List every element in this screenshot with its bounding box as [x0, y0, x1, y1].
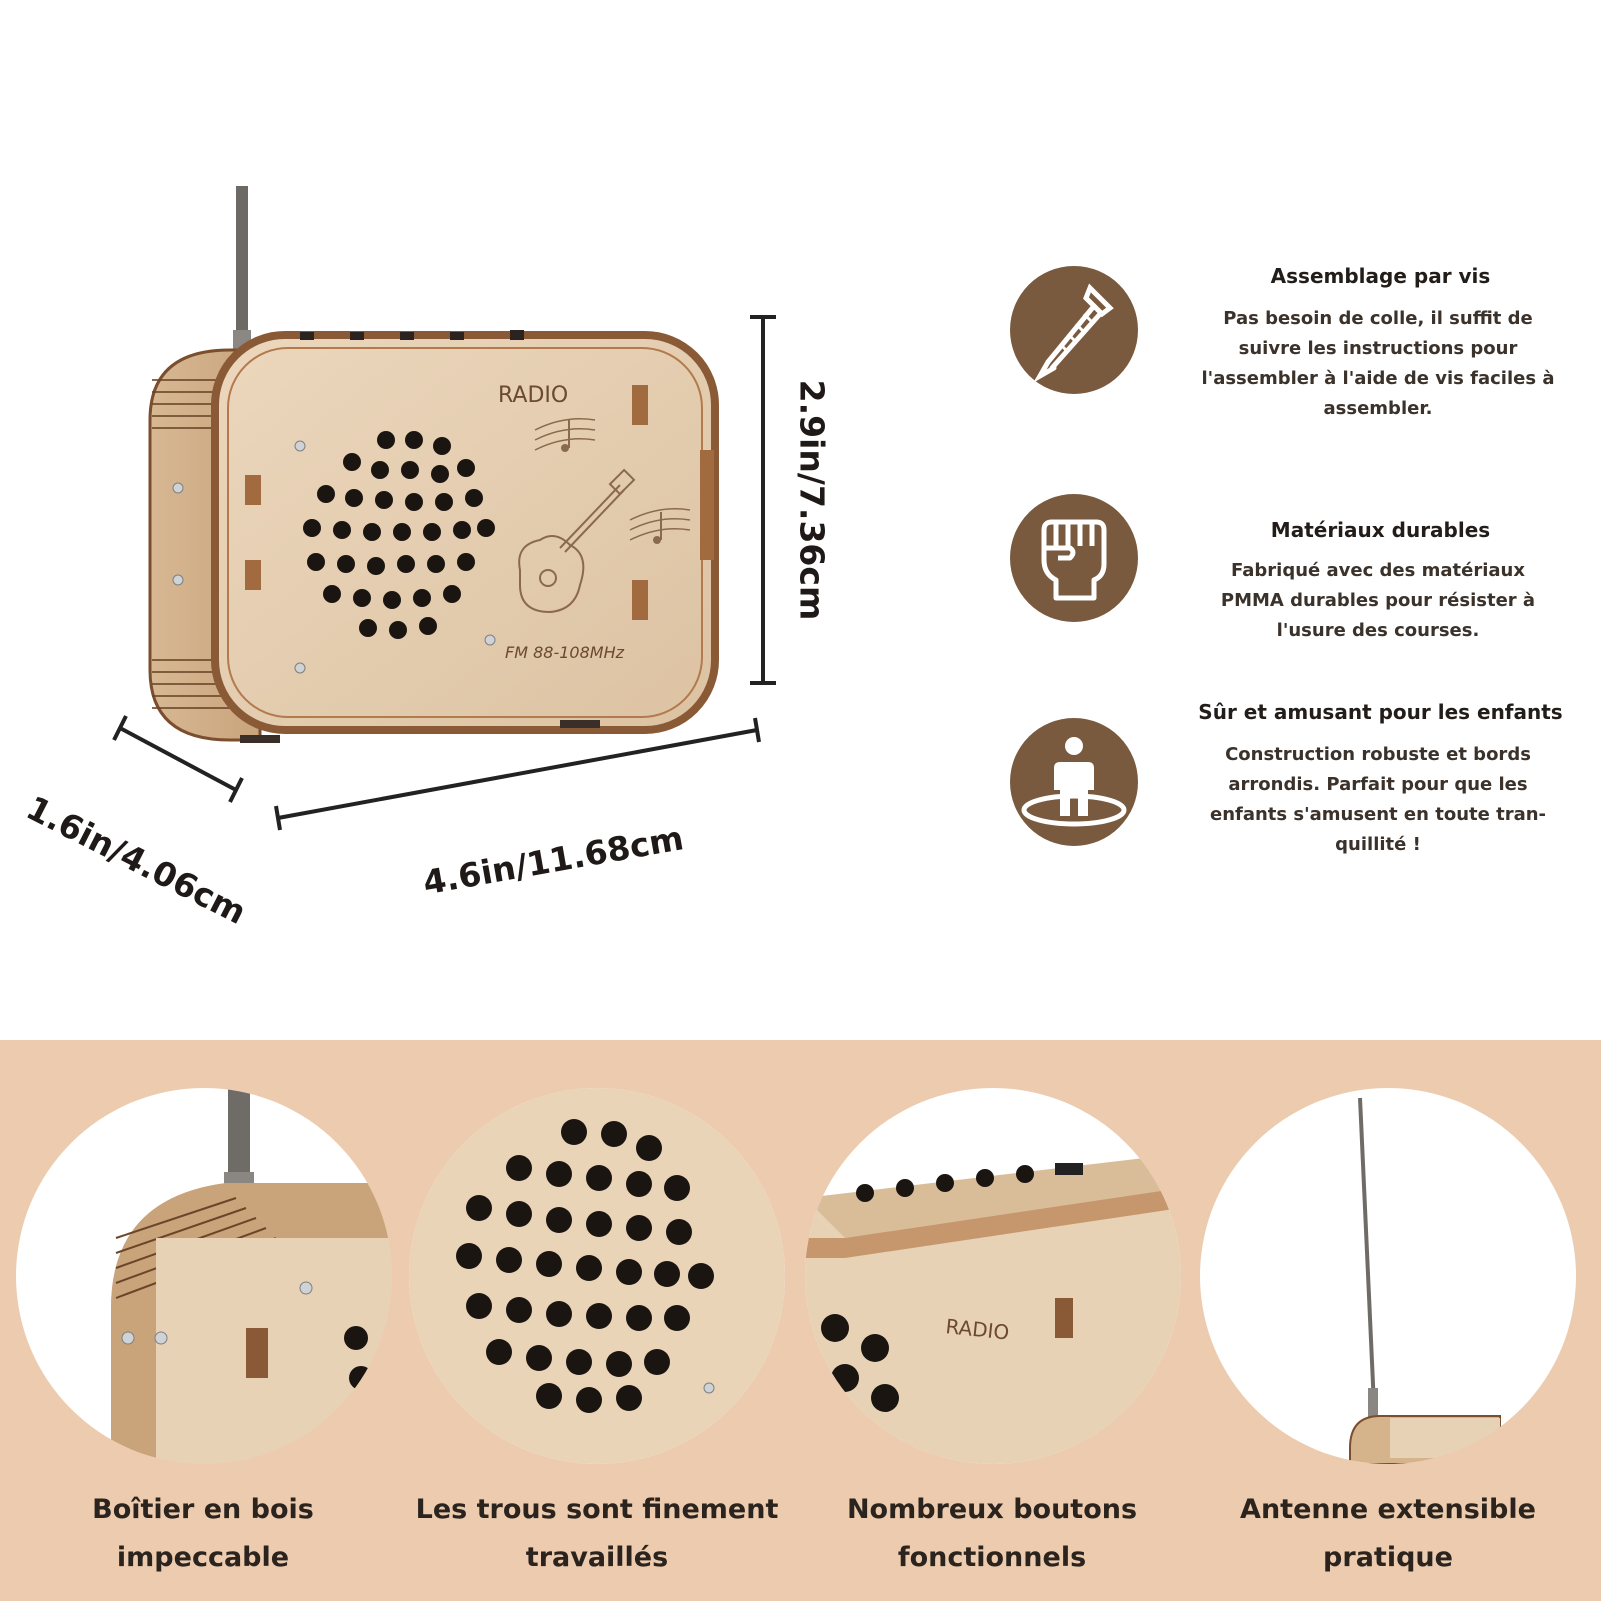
height-dimension-label: 2.9in/7.36cm — [792, 379, 832, 621]
child-safety-icon — [1010, 718, 1138, 846]
band-label: FM 88-108MHz — [505, 643, 625, 662]
width-dimension-line — [274, 717, 761, 831]
screw-icon — [1010, 266, 1138, 394]
height-dimension-line — [750, 315, 776, 685]
feature-title: Assemblage par vis — [1270, 264, 1491, 288]
feature-description: Construction robuste et bords arrondis. … — [1209, 744, 1546, 855]
feature-description: Pas besoin de colle, il suffit de suivre… — [1201, 308, 1555, 419]
fist-icon — [1010, 494, 1138, 622]
feature-screw-assembly: Assemblage par vis Pas besoin de colle, … — [1010, 264, 1601, 426]
feature-description: Fabriqué avec des matériaux PMMA durable… — [1220, 560, 1536, 641]
product-photo: RADIO FM 88-108MHz — [0, 0, 1000, 1000]
feature-title: Sûr et amusant pour les enfants — [1198, 700, 1563, 724]
wooden-radio-image: RADIO FM 88-108MHz — [112, 186, 776, 831]
guitar-engraving — [518, 468, 636, 614]
detail-buttons-image: RADIO — [805, 1088, 1181, 1464]
speaker-grille — [303, 431, 495, 639]
radio-label: RADIO — [498, 383, 568, 408]
detail-antenna-image — [1200, 1088, 1576, 1464]
detail-speaker-holes-image — [409, 1088, 785, 1464]
feature-title: Matériaux durables — [1270, 518, 1491, 542]
detail-wood-case-image — [16, 1088, 392, 1464]
feature-child-safe: Sûr et amusant pour les enfants Construc… — [1010, 700, 1601, 876]
depth-dimension-line — [112, 715, 244, 803]
feature-durable-materials: Matériaux durables Fabriqué avec des mat… — [1010, 494, 1601, 641]
antenna — [236, 186, 248, 356]
